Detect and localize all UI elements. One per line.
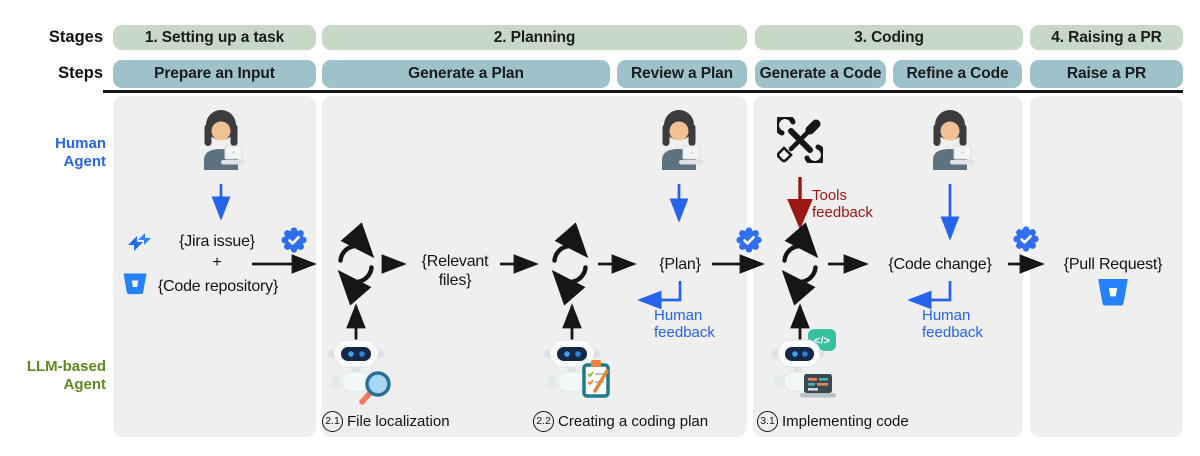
header-divider [103,90,1183,93]
step-pill-prepare-input: Prepare an Input [113,60,316,88]
bitbucket-icon [1098,278,1128,306]
substep-number: 2.1 [322,410,343,432]
relevant-files-label: {Relevant files} [421,253,489,289]
step-pill-refine-code: Refine a Code [893,60,1022,88]
plan-label: {Plan} [659,256,701,273]
plus-label: + [212,254,222,271]
blue-human-arrows [211,184,960,310]
pull-request-label: {Pull Request} [1063,256,1163,273]
steps-row-label: Steps [58,64,103,82]
lane-label-llm-agent: LLM-based Agent [26,358,106,393]
robot-coding-plan-icon [543,339,610,398]
code-repository-label: {Code repository} [157,278,279,295]
stage-pill-planning: 2. Planning [322,25,747,50]
stage-pill-raising-pr: 4. Raising a PR [1030,25,1183,50]
loop-icon [551,222,589,306]
human-avatar-icon [662,110,704,170]
substep-number: 2.2 [533,410,554,432]
human-feedback-label: Human feedback [922,307,983,341]
step-pill-review-plan: Review a Plan [617,60,747,88]
verified-badge-icon [281,227,307,253]
jira-issue-label: {Jira issue} [179,233,255,250]
tools-feedback-label: Tools feedback [812,187,873,221]
substep-file-localization: 2.1 File localization [322,410,450,432]
robot-implementing-code-icon: </> [771,329,836,398]
lane-label-human-agent: Human Agent [55,135,106,170]
step-pill-raise-pr: Raise a PR [1030,60,1183,88]
verified-badge-icon [736,227,762,253]
verified-badge-icon [1013,226,1039,252]
robot-file-localization-icon [327,339,391,405]
svg-text:</>: </> [814,335,830,347]
code-laptop-icon [800,374,836,398]
stage-pill-setting-up: 1. Setting up a task [113,25,316,50]
black-flow-arrows [252,254,1045,346]
substep-number: 3.1 [757,410,778,432]
clipboard-icon [582,360,610,398]
panel-raising-pr [1030,96,1183,437]
code-change-label: {Code change} [888,256,992,273]
substep-implementing-code: 3.1 Implementing code [757,410,909,432]
jira-icon [128,233,151,251]
step-pill-generate-code: Generate a Code [755,60,886,88]
substep-label: Creating a coding plan [558,412,709,430]
stages-row-label: Stages [48,28,103,46]
human-avatar-icon [933,110,975,170]
tools-icon [777,117,823,163]
substep-label: Implementing code [782,412,909,430]
substep-label: File localization [347,412,450,430]
stage-pill-coding: 3. Coding [755,25,1023,50]
loop-icon [337,222,375,306]
substep-creating-coding-plan: 2.2 Creating a coding plan [533,410,708,432]
magnifier-icon [359,371,391,405]
human-feedback-label: Human feedback [654,307,715,341]
human-avatar-icon [204,110,246,170]
step-pill-generate-plan: Generate a Plan [322,60,610,88]
bitbucket-icon [123,273,147,295]
loop-icon [781,222,819,306]
